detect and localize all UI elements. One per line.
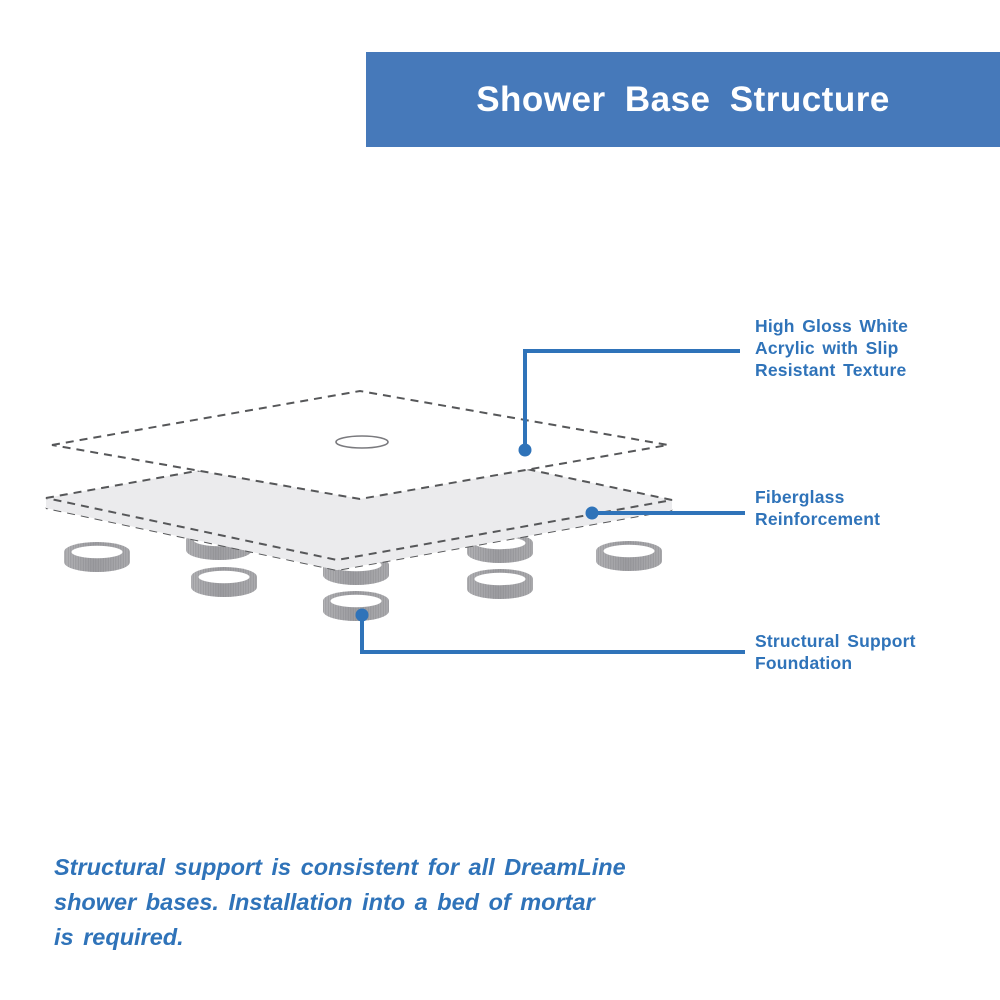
acrylic-top-layer	[51, 389, 669, 501]
label-support-foundation: Structural Support Foundation	[755, 631, 916, 673]
callout-line-support	[360, 615, 745, 654]
footnote-text: Structural support is consistent for all…	[54, 854, 626, 950]
label-acrylic-top: High Gloss White Acrylic with Slip Resis…	[755, 316, 909, 380]
support-ring	[191, 567, 257, 597]
support-rings-front-row	[64, 541, 662, 621]
callout-line-acrylic	[523, 349, 740, 450]
title-banner: Shower Base Structure	[366, 52, 1000, 147]
callout-dot-support	[355, 608, 369, 622]
drain-hole	[335, 435, 389, 449]
support-ring	[323, 591, 389, 621]
support-ring	[467, 569, 533, 599]
support-ring	[64, 542, 130, 572]
support-ring	[596, 541, 662, 571]
label-fiberglass: Fiberglass Reinforcement	[755, 487, 881, 529]
page-title: Shower Base Structure	[476, 80, 890, 119]
callout-dot-acrylic	[518, 443, 532, 457]
callout-lines	[355, 349, 745, 654]
callout-dot-fiberglass	[585, 506, 599, 520]
